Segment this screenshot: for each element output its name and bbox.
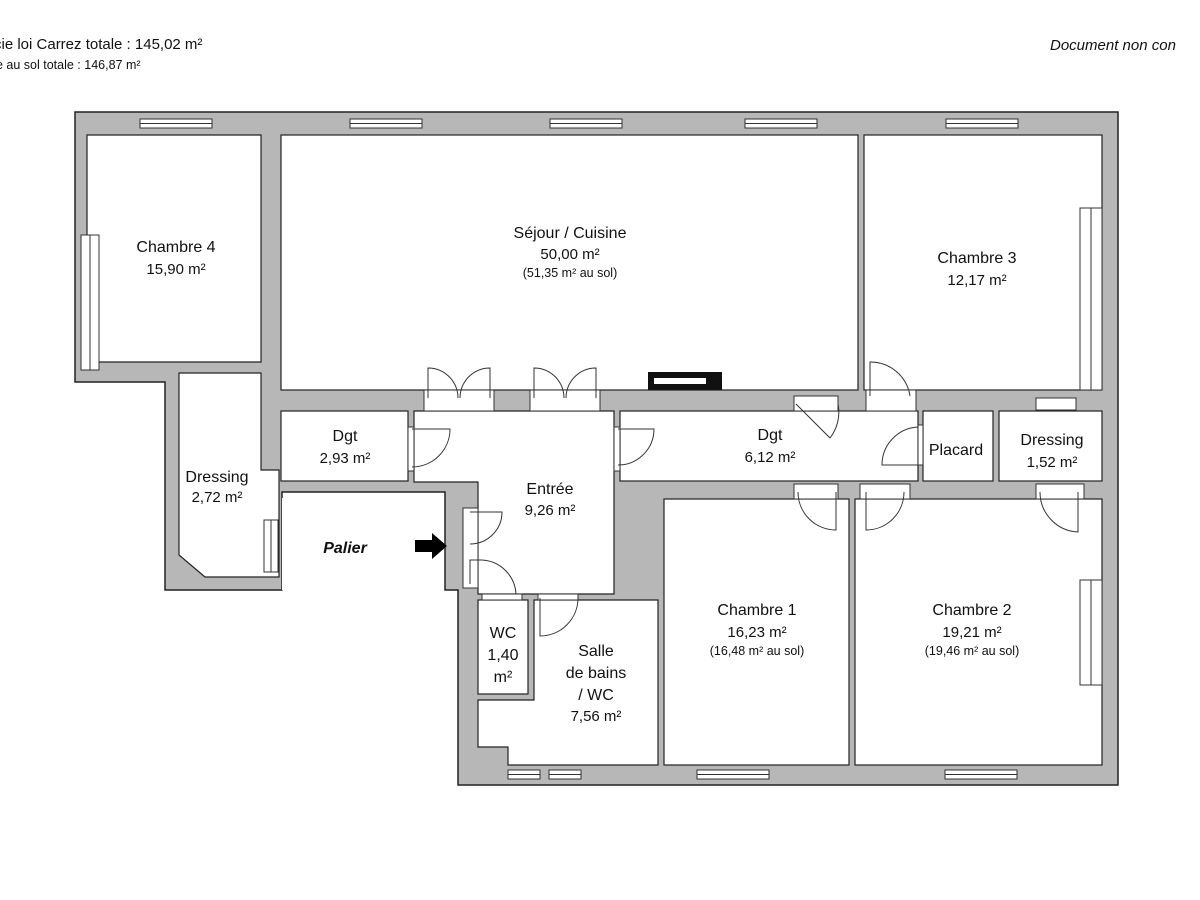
dressing2-area: 2,72 m²: [192, 489, 243, 506]
door-opening: [407, 426, 415, 472]
room-sdb: [477, 599, 659, 766]
palier-label: Palier: [323, 540, 367, 557]
room-sejour: [280, 134, 859, 391]
door-swing-icon: [865, 491, 905, 531]
window-icon: [139, 118, 213, 129]
door-opening: [462, 507, 479, 589]
chambre2-name: Chambre 2: [932, 602, 1011, 619]
window-icon: [1035, 397, 1077, 411]
door-swing-icon: [881, 426, 919, 466]
doors: [407, 361, 1085, 637]
chambre1-name: Chambre 1: [717, 602, 796, 619]
door-opening: [1035, 483, 1085, 500]
window-icon: [549, 118, 623, 129]
door-opening: [859, 483, 911, 500]
dgt1-area: 2,93 m²: [320, 450, 371, 467]
chambre4-name: Chambre 4: [136, 239, 215, 256]
door-swing-icon: [617, 428, 655, 466]
door-swing-icon: [565, 367, 597, 399]
door-swing-icon: [539, 597, 579, 637]
entree-area: 9,26 m²: [525, 502, 576, 519]
dressing1-name: Dressing: [1020, 432, 1083, 449]
room-chambre3: [863, 134, 1103, 391]
door-opening: [793, 483, 839, 500]
sdb-area: 7,56 m²: [571, 708, 622, 725]
room-chambre2: [854, 498, 1103, 766]
wc-area-unit: m²: [494, 669, 513, 686]
door-swing-icon: [427, 367, 459, 399]
chambre4-area: 15,90 m²: [146, 261, 205, 278]
total-floor-area: e au sol totale : 146,87 m²: [0, 58, 141, 72]
window-icon: [507, 769, 541, 780]
room-entree: [413, 410, 615, 595]
chambre2-area: 19,21 m²: [942, 624, 1001, 641]
window-icon: [548, 769, 582, 780]
room-dgt-2: [619, 410, 919, 482]
window-icon: [945, 118, 1019, 129]
door-opening: [865, 389, 917, 412]
door-opening: [529, 389, 601, 412]
door-opening: [917, 424, 924, 466]
door-swing-icon: [869, 361, 911, 397]
window-icon: [263, 519, 279, 573]
dressing2-name: Dressing: [185, 469, 248, 486]
window-icon: [944, 769, 1018, 780]
dgt2-name: Dgt: [758, 427, 783, 444]
chambre2-floor-area: (19,46 m² au sol): [925, 644, 1019, 658]
entree-name: Entrée: [526, 481, 573, 498]
chambre1-area: 16,23 m²: [727, 624, 786, 641]
room-dgt-1: [280, 410, 409, 482]
room-dressing-1: [998, 410, 1103, 482]
window-icon: [696, 769, 770, 780]
room-labels: Séjour / Cuisine 50,00 m² (51,35 m² au s…: [136, 225, 1083, 725]
chambre1-floor-area: (16,48 m² au sol): [710, 644, 804, 658]
document-disclaimer: Document non con: [1050, 37, 1176, 54]
room-dressing-2: [178, 372, 280, 578]
dgt2-area: 6,12 m²: [745, 449, 796, 466]
door-opening: [613, 426, 621, 472]
door-swing-icon: [469, 511, 503, 545]
window-icon: [80, 234, 100, 371]
door-swing-icon: [795, 403, 840, 439]
arrow-right-icon: [415, 533, 447, 559]
door-opening: [793, 395, 839, 412]
sejour-floor-area: (51,35 m² au sol): [523, 266, 617, 280]
door-swing-icon: [797, 491, 837, 531]
chambre3-area: 12,17 m²: [947, 272, 1006, 289]
sejour-name: Séjour / Cuisine: [514, 225, 627, 242]
door-swing-icon: [459, 367, 491, 399]
wc-area-number: 1,40: [487, 647, 518, 664]
window-icon: [1079, 579, 1103, 686]
windows: [80, 118, 1103, 780]
rooms: [86, 134, 1103, 766]
sejour-area: 50,00 m²: [540, 246, 599, 263]
placard-name: Placard: [929, 442, 983, 459]
chambre3-name: Chambre 3: [937, 250, 1016, 267]
wc-name: WC: [490, 625, 517, 642]
door-swing-icon: [469, 559, 517, 595]
door-opening: [423, 389, 495, 412]
kitchen-counter-icon: [648, 372, 722, 390]
sdb-name-line3: / WC: [578, 687, 614, 704]
window-icon: [349, 118, 423, 129]
window-icon: [744, 118, 818, 129]
door-swing-icon: [1039, 491, 1079, 533]
room-chambre1: [663, 498, 850, 766]
sdb-name-line2: de bains: [566, 665, 627, 682]
window-icon: [1079, 207, 1103, 391]
door-opening: [481, 593, 523, 601]
dgt1-name: Dgt: [333, 428, 358, 445]
door-swing-icon: [533, 367, 565, 399]
dressing1-area: 1,52 m²: [1027, 454, 1078, 471]
door-opening: [537, 593, 579, 601]
total-carrez-area: cie loi Carrez totale : 145,02 m²: [0, 36, 203, 53]
room-placard: [922, 410, 994, 482]
sdb-name-line1: Salle: [578, 643, 614, 660]
door-swing-icon: [411, 428, 451, 468]
